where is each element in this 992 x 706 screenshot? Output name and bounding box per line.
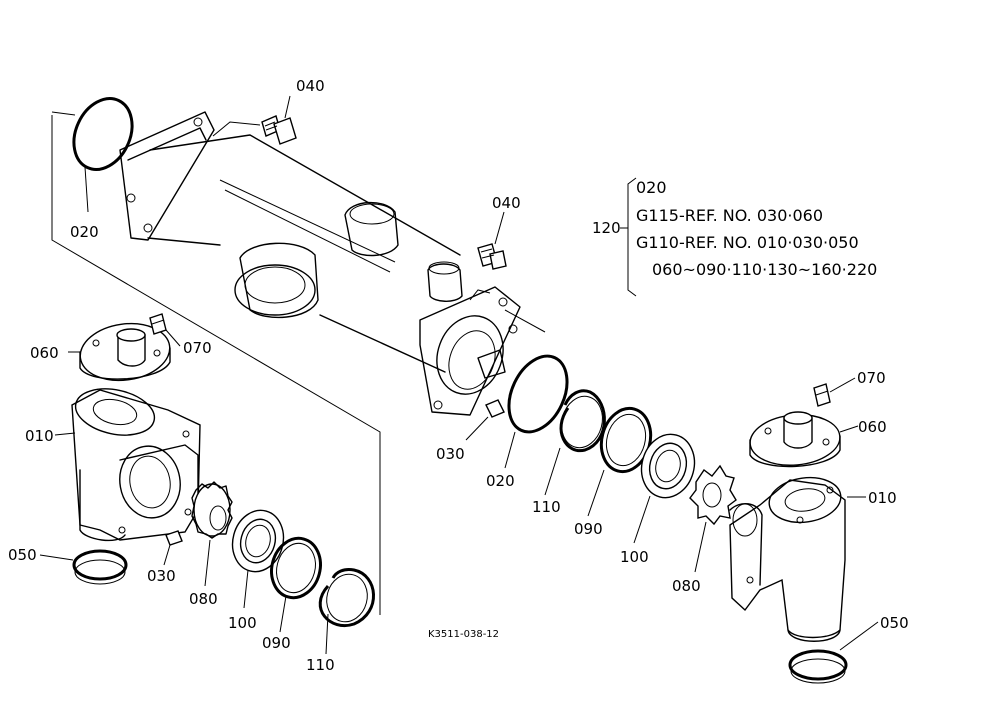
label-110-mid: 110 bbox=[532, 498, 561, 516]
label-060-right: 060 bbox=[858, 418, 887, 436]
pin-030-mid bbox=[485, 399, 505, 418]
label-070-right: 070 bbox=[857, 369, 886, 387]
snap-ring-110-left bbox=[318, 568, 375, 627]
pin-030-left bbox=[165, 530, 183, 546]
annotation-line-1: 020 bbox=[636, 178, 667, 197]
grease-nipple-070-right bbox=[813, 383, 831, 407]
front-axle-case bbox=[119, 111, 521, 416]
breather-plug-040-top bbox=[261, 115, 297, 145]
label-060-left: 060 bbox=[30, 344, 59, 362]
annotation-line-4: 060~090·110·130~160·220 bbox=[652, 260, 877, 279]
label-030-mid: 030 bbox=[436, 445, 465, 463]
breather-plug-040-mid bbox=[477, 243, 507, 270]
annotation-120: 120 020 G115-REF. NO. 030·060 G110-REF. … bbox=[592, 177, 877, 297]
ball-bearing-100-left bbox=[231, 509, 285, 573]
bevel-gear-080-right bbox=[689, 464, 737, 526]
label-010-right: 010 bbox=[868, 489, 897, 507]
label-100-mid: 100 bbox=[620, 548, 649, 566]
label-030-left: 030 bbox=[147, 567, 176, 585]
label-040-mid: 040 bbox=[492, 194, 521, 212]
drawing-code: K3511-038-12 bbox=[428, 629, 499, 640]
knuckle-case-010-right bbox=[729, 476, 846, 642]
label-050-right: 050 bbox=[880, 614, 909, 632]
o-ring-020-top bbox=[72, 97, 134, 171]
annotation-line-2: G115-REF. NO. 030·060 bbox=[636, 206, 823, 225]
oil-seal-050-left bbox=[72, 549, 128, 585]
label-010-left: 010 bbox=[25, 427, 54, 445]
label-090-left: 090 bbox=[262, 634, 291, 652]
label-020-mid: 020 bbox=[486, 472, 515, 490]
ball-bearing-100-mid bbox=[640, 433, 696, 499]
annotation-ref: 120 bbox=[592, 219, 621, 237]
bevel-gear-080-left bbox=[191, 481, 233, 539]
label-080-right: 080 bbox=[672, 577, 701, 595]
label-080-left: 080 bbox=[189, 590, 218, 608]
shim-090-left bbox=[270, 536, 322, 600]
label-110-left: 110 bbox=[306, 656, 335, 674]
oil-seal-050-right bbox=[788, 649, 848, 684]
label-090-mid: 090 bbox=[574, 520, 603, 538]
bevel-gear-case-060-left bbox=[79, 322, 171, 382]
label-020-top: 020 bbox=[70, 223, 99, 241]
bevel-gear-case-060-right bbox=[749, 411, 841, 468]
o-ring-020-mid bbox=[507, 354, 569, 434]
label-100-left: 100 bbox=[228, 614, 257, 632]
label-050-left: 050 bbox=[8, 546, 37, 564]
annotation-line-3: G110-REF. NO. 010·030·050 bbox=[636, 233, 859, 252]
label-070-left: 070 bbox=[183, 339, 212, 357]
knuckle-case-010-left bbox=[71, 388, 201, 542]
label-040-top: 040 bbox=[296, 77, 325, 95]
snap-ring-110-mid bbox=[559, 389, 606, 453]
